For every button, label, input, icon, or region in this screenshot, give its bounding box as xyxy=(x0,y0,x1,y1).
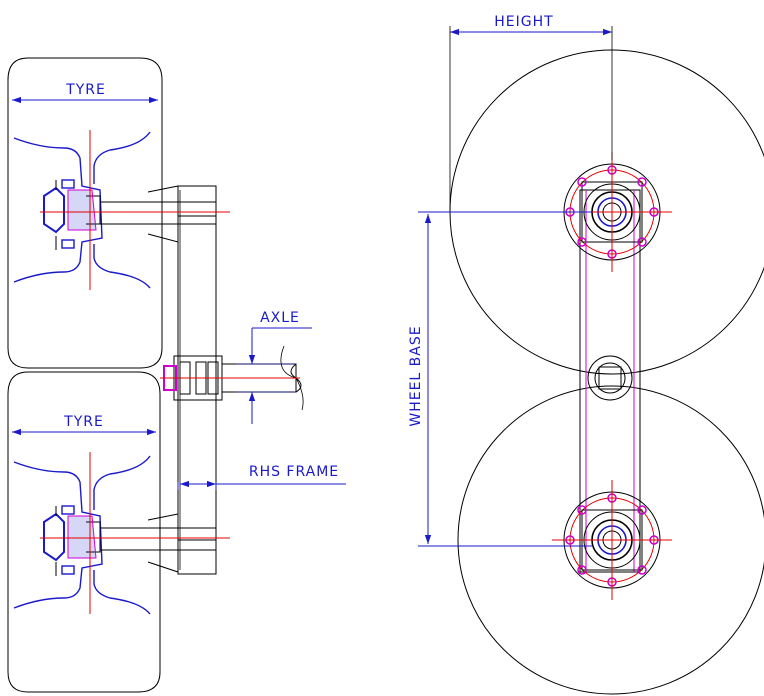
hub-hatch-bottom xyxy=(67,515,97,559)
wheel-circle-bottom xyxy=(457,385,764,695)
centerlines-side xyxy=(40,130,300,614)
label-tyre-top: TYRE xyxy=(65,82,106,98)
label-height: HEIGHT xyxy=(494,14,553,30)
tyre-outline-bottom xyxy=(7,371,161,693)
arm-bracket-bottom xyxy=(147,513,179,573)
dim-height xyxy=(449,26,613,212)
wheel-rim-bottom xyxy=(13,455,151,615)
label-wheel-base: WHEEL BASE xyxy=(408,325,424,426)
label-tyre-bottom: TYRE xyxy=(63,414,104,430)
dim-wheel-base xyxy=(418,211,592,547)
side-section-view xyxy=(7,57,304,693)
centerlines-elevation xyxy=(552,152,672,600)
label-axle: AXLE xyxy=(260,310,300,326)
arm-bracket-top xyxy=(147,185,179,243)
pivot-hub xyxy=(587,355,633,401)
dim-axle xyxy=(236,327,312,424)
dim-rhs-frame xyxy=(177,480,346,490)
frame-cap-top xyxy=(177,185,217,217)
hub-hatch-top xyxy=(67,189,97,231)
wheel-rim-top xyxy=(13,131,151,289)
rhs-frame-body xyxy=(177,185,217,575)
frame-cap-bottom xyxy=(177,539,217,575)
stub-axle-bottom xyxy=(99,527,217,551)
tyre-outline-top xyxy=(7,57,163,369)
side-elevation-view xyxy=(449,49,764,695)
stub-axle-top xyxy=(99,201,217,225)
label-rhs-frame: RHS FRAME xyxy=(249,464,339,480)
